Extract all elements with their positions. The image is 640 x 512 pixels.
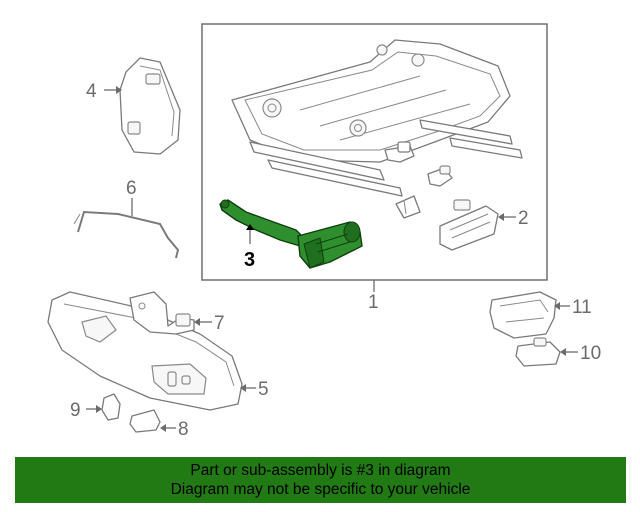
callout-4: 4	[86, 81, 97, 102]
callout-7: 7	[214, 313, 225, 334]
callout-9: 9	[70, 400, 81, 421]
callout-2: 2	[518, 208, 529, 229]
callout-11: 11	[572, 297, 592, 318]
callout-8: 8	[178, 419, 189, 440]
leader-2-arrow	[498, 213, 504, 221]
leader-8-arrow	[160, 424, 166, 432]
motor-part-2[interactable]	[439, 199, 499, 251]
clip-part-10[interactable]	[515, 337, 561, 367]
knob-part-9[interactable]	[101, 393, 121, 421]
cover-part-4[interactable]	[119, 57, 181, 155]
info-banner: Part or sub-assembly is #3 in diagram Di…	[15, 457, 626, 503]
leader-7-arrow	[194, 318, 200, 326]
leader-10-arrow	[560, 348, 566, 356]
button-part-8[interactable]	[129, 409, 161, 433]
leader-4-arrow	[116, 86, 122, 94]
mount-bracket-part-11[interactable]	[489, 291, 557, 339]
bracket-part-7[interactable]	[129, 291, 195, 335]
seat-adjuster-frame[interactable]	[231, 39, 523, 197]
leader-5-arrow	[240, 384, 246, 392]
callout-1: 1	[368, 292, 379, 313]
rod-part-6[interactable]	[73, 210, 180, 259]
small-bracket-b[interactable]	[395, 195, 421, 219]
leader-11-arrow	[554, 302, 560, 310]
callout-3: 3	[244, 249, 255, 271]
leader-9-arrow	[96, 405, 102, 413]
leader-3-arrow	[246, 224, 254, 230]
callout-6: 6	[126, 178, 137, 199]
callout-10: 10	[580, 343, 601, 364]
small-clip-a[interactable]	[427, 165, 453, 187]
callout-5: 5	[258, 379, 269, 400]
banner-line-1: Part or sub-assembly is #3 in diagram	[190, 462, 451, 479]
highlighted-part-3-motor[interactable]	[219, 199, 363, 269]
banner-line-2: Diagram may not be specific to your vehi…	[170, 481, 471, 498]
